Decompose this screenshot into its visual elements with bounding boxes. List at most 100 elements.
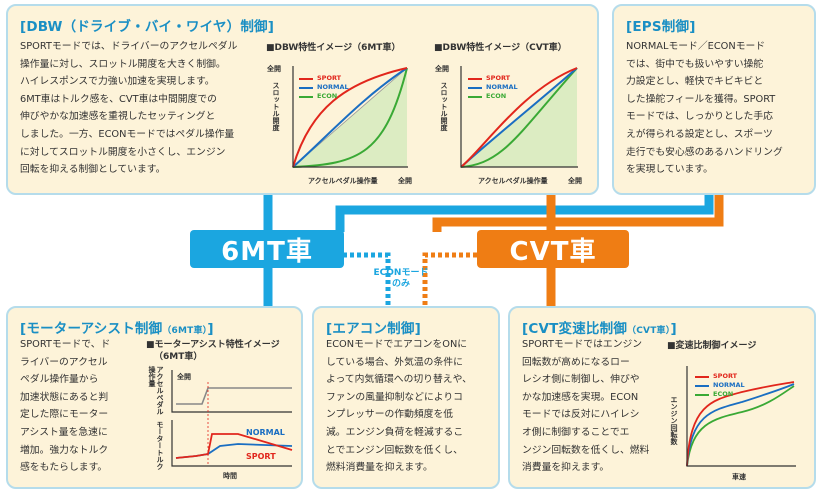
x-axis-label: アクセルペダル操作量: [308, 177, 378, 185]
connector-mt-eps: [335, 192, 714, 232]
axes: [460, 66, 578, 168]
text-line: 回転数が高めになるロー: [522, 356, 630, 368]
text-line: NORMALモード／ECONモード: [626, 41, 766, 52]
text-line: 走行でも安心感のあるハンドリング: [626, 146, 783, 158]
text-line: アシスト量を急速に: [20, 426, 108, 438]
sport-curve: [686, 381, 795, 467]
text-line: では、街中でも扱いやすい操舵: [626, 58, 764, 70]
y-axis-label: エンジン回転数: [670, 396, 678, 445]
econ-only-line: ECONモード: [373, 268, 429, 278]
text-line: ンジン回転数を低くし、燃料: [522, 444, 650, 456]
text-line: 加速状態にあると判: [20, 391, 109, 403]
sport-curve: [292, 67, 408, 168]
cvt-ratio-chart: [686, 366, 796, 467]
dbw-title: [DBW（ドライブ・バイ・ワイヤ）制御]: [20, 19, 275, 35]
motor-assist-title: [モーターアシスト制御（6MT車）]: [20, 317, 214, 337]
text-line: えが得られる設定とし、スポーツ: [626, 128, 773, 140]
eps-panel: [EPS制御] NORMALモード／ECONモード では、街中でも扱いやすい操舵…: [612, 4, 816, 195]
text-line: した操舵フィールを獲得。SPORT: [626, 93, 776, 105]
text-line: 減。エンジン負荷を軽減するこ: [326, 426, 464, 438]
y-axis-label: スロットル開度: [272, 82, 280, 131]
text-line: ECONモードでエアコンをONに: [326, 339, 468, 350]
text-line: 操作量に対し、スロットル開度を大きく制御。: [20, 58, 226, 70]
dbw-cvt-chart: [460, 66, 578, 168]
axes: [686, 366, 796, 467]
x-axis-label: 車速: [732, 473, 746, 481]
title-sub: （6MT車）: [162, 326, 208, 336]
y-axis-label: スロットル開度: [440, 82, 448, 131]
text-line: かな加速感を実現。ECON: [522, 391, 639, 403]
text-line: SPORTモードでは、ドライバーのアクセルペダル: [20, 41, 238, 52]
cvt-ratio-title: [CVT変速比制御（CVT車）]: [522, 317, 677, 337]
dbw-panel: [DBW（ドライブ・バイ・ワイヤ）制御] SPORTモードでは、ドライバーのアク…: [6, 4, 599, 195]
x-axis-label: 時間: [223, 472, 237, 480]
text-line: している場合、外気温の条件に: [326, 356, 463, 368]
x-max-label: 全開: [398, 177, 412, 185]
text-line: しました。一方、ECONモードではペダル操作量: [20, 128, 235, 140]
legend-normal: NORMAL: [713, 381, 745, 389]
text-line: オ側に制御することでエ: [522, 426, 630, 438]
aircon-panel: [エアコン制御] ECONモードでエアコンをONに している場合、外気温の条件に…: [312, 306, 500, 489]
motor-assist-chart: [171, 370, 293, 467]
legend-sport: SPORT: [317, 74, 342, 82]
text-line: とでエンジン回転数を低くし、: [326, 444, 463, 456]
dbw-description: SPORTモードでは、ドライバーのアクセルペダル 操作量に対し、スロットル開度を…: [20, 38, 270, 179]
band-cvt: CVT車: [477, 230, 629, 268]
text-line: 増加。強力なトルク: [20, 444, 109, 456]
text-line: よって内気循環への切り替えや、: [326, 374, 472, 386]
eps-description: NORMALモード／ECONモード では、街中でも扱いやすい操舵 力設定とし、軽…: [626, 38, 812, 179]
pedal-curve: [176, 387, 292, 405]
text-line: SPORTモードではエンジン: [522, 339, 643, 350]
dbw-6mt-chart: [292, 66, 408, 168]
motor-legend-sport: SPORT: [246, 452, 276, 461]
x-max-label: 全開: [568, 177, 582, 185]
sport-curve: [460, 67, 578, 168]
dbw-cvt-chart-title: ■DBW特性イメージ（CVT車）: [434, 43, 567, 53]
text-line: SPORTモードで、ド: [20, 339, 111, 350]
cvt-ratio-description: SPORTモードではエンジン 回転数が高めになるロー レシオ側に制御し、伸びや …: [522, 336, 664, 477]
legend-econ: ECON: [486, 92, 507, 100]
cvt-chart-title: ■変速比制御イメージ: [667, 341, 757, 351]
text-line: 伸びやかな加速感を重視したセッティングと: [20, 111, 216, 123]
econ-only-line: のみ: [391, 279, 410, 289]
text-line: 消費量を抑えます。: [522, 462, 610, 474]
normal-curve: [686, 383, 795, 467]
aircon-title: [エアコン制御]: [326, 321, 421, 337]
connector-cvt-eps: [432, 192, 724, 232]
y-axis-label-torque: モータートルク: [156, 421, 164, 470]
title-main: [モーターアシスト制御: [20, 321, 163, 337]
torque-axes: [171, 420, 292, 467]
text-line: ライバーのアクセル: [20, 356, 108, 368]
text-line: 6MT車はトルク感を、CVT車は中間開度での: [20, 93, 217, 105]
legend-normal: NORMAL: [486, 83, 518, 91]
econ-curve: [686, 385, 795, 467]
text-line: ペダル操作量から: [20, 374, 99, 386]
y-max-label: 全開: [267, 65, 281, 73]
text-line: レシオ側に制御し、伸びや: [522, 374, 640, 386]
title-end: ]: [670, 321, 677, 337]
legend-swatches: [299, 78, 313, 98]
band-6mt: 6MT車: [190, 230, 344, 268]
y-axis-label-pedal: アクセルペダル操作量: [148, 366, 164, 415]
x-axis-label: アクセルペダル操作量: [478, 177, 548, 185]
title-sub: （CVT車）: [627, 326, 671, 336]
cvt-ratio-panel: [CVT変速比制御（CVT車）] SPORTモードではエンジン 回転数が高めにな…: [508, 306, 816, 489]
dbw-6mt-chart-title: ■DBW特性イメージ（6MT車）: [266, 43, 401, 53]
pedal-max-label: 全開: [177, 373, 191, 381]
eps-title: [EPS制御]: [626, 19, 696, 35]
text-line: ファンの風量抑制などによりコ: [326, 391, 463, 403]
econ-only-label: ECONモード のみ: [370, 268, 432, 290]
motor-chart-title: ■モーターアシスト特性イメージ: [146, 340, 280, 350]
text-line: 感をもたらします。: [20, 462, 108, 474]
pedal-axes: [171, 370, 292, 413]
legend-sport: SPORT: [486, 74, 511, 82]
connector-econ-mt: [343, 252, 391, 310]
text-line: に対してスロットル開度を小さくし、エンジン: [20, 146, 226, 158]
motor-assist-panel: [モーターアシスト制御（6MT車）] SPORTモードで、ド ライバーのアクセル…: [6, 306, 303, 489]
motor-chart-title-2: （6MT車）: [154, 352, 203, 362]
text-line: モードでは反対にハイレシ: [522, 409, 640, 421]
legend-swatches: [695, 376, 709, 396]
text-line: ハイレスポンスで力強い加速を実現します。: [20, 76, 215, 88]
legend-sport: SPORT: [713, 372, 738, 380]
